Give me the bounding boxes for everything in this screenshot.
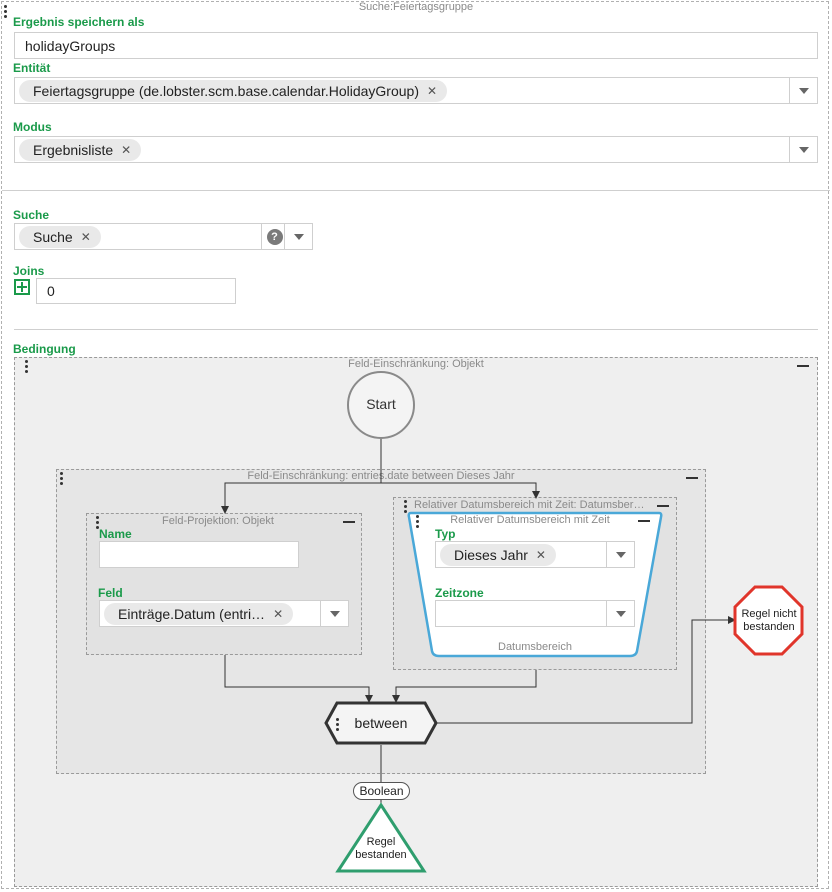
start-node[interactable]: Start — [366, 396, 396, 412]
mode-chip-text: Ergebnisliste — [33, 141, 114, 158]
search-label: Suche — [13, 208, 50, 222]
timezone-select[interactable] — [435, 600, 635, 627]
inner-node-menu-icon[interactable] — [60, 472, 64, 485]
start-to-projection-link — [221, 438, 382, 514]
projection-name-input[interactable] — [99, 541, 299, 568]
section-divider — [2, 190, 830, 191]
add-join-button[interactable] — [14, 279, 30, 295]
mode-select[interactable]: Ergebnisliste ✕ — [14, 136, 818, 163]
panel-title: Suche:Feiertagsgruppe — [358, 1, 474, 13]
entity-chip-text: Feiertagsgruppe (de.lobster.scm.base.cal… — [33, 82, 419, 99]
timezone-dropdown-button[interactable] — [606, 601, 634, 626]
help-button[interactable]: ? — [261, 224, 287, 249]
pass-node-shape — [335, 802, 427, 873]
chevron-down-icon — [329, 610, 340, 617]
collapse-projection-node-icon[interactable] — [343, 521, 355, 523]
outer-node-title: Feld-Einschränkung: Objekt — [348, 358, 484, 370]
result-name-input[interactable]: holidayGroups — [14, 32, 818, 59]
type-select[interactable]: Dieses Jahr ✕ — [435, 541, 635, 568]
remove-entity-icon[interactable]: ✕ — [426, 83, 438, 98]
daterange-inner-menu-icon[interactable] — [416, 515, 420, 528]
type-dropdown-button[interactable] — [606, 542, 634, 567]
joins-label: Joins — [13, 264, 45, 278]
remove-search-icon[interactable]: ✕ — [80, 229, 91, 244]
type-chip-text: Dieses Jahr — [454, 546, 528, 563]
remove-mode-icon[interactable]: ✕ — [121, 142, 132, 157]
projection-node-title: Feld-Projektion: Objekt — [162, 515, 274, 527]
between-node-menu-icon[interactable] — [336, 718, 340, 731]
search-select[interactable]: Suche ✕ ? — [14, 223, 313, 250]
start-node-circle — [347, 371, 415, 439]
collapse-daterange-outer-icon[interactable] — [657, 505, 669, 507]
outer-node-menu-icon[interactable] — [25, 360, 29, 373]
search-chip: Suche ✕ — [19, 225, 101, 248]
joins-count-input[interactable]: 0 — [36, 278, 236, 304]
collapse-daterange-inner-icon[interactable] — [638, 520, 650, 522]
collapse-outer-node-icon[interactable] — [797, 365, 809, 367]
chevron-down-icon — [798, 87, 809, 94]
entity-dropdown-button[interactable] — [789, 78, 817, 103]
section-divider — [14, 329, 818, 330]
condition-label: Bedingung — [13, 342, 76, 356]
projection-to-between-link — [224, 655, 373, 703]
between-node-shape — [324, 701, 438, 745]
timezone-label: Zeitzone — [435, 586, 484, 600]
chevron-down-icon — [798, 146, 809, 153]
search-chip-text: Suche — [33, 228, 73, 245]
fail-node[interactable]: Regel nicht bestanden — [741, 608, 797, 633]
daterange-footer-label: Datumsbereich — [498, 641, 572, 653]
daterange-outer-menu-icon[interactable] — [404, 500, 408, 513]
daterange-outer-title: Relativer Datumsbereich mit Zeit: Datums… — [414, 499, 645, 511]
entity-chip: Feiertagsgruppe (de.lobster.scm.base.cal… — [19, 79, 448, 102]
collapse-inner-node-icon[interactable] — [686, 477, 698, 479]
start-to-daterange-link — [381, 482, 540, 499]
pass-node[interactable]: Regel bestanden — [355, 836, 407, 861]
result-label: Ergebnis speichern als — [13, 15, 145, 29]
plus-icon — [17, 282, 27, 292]
daterange-inner-title: Relativer Datumsbereich mit Zeit — [450, 514, 610, 526]
projection-field-chip: Einträge.Datum (entri… ✕ — [104, 602, 294, 625]
remove-field-icon[interactable]: ✕ — [273, 606, 284, 621]
panel-menu-icon[interactable] — [4, 5, 8, 18]
mode-chip: Ergebnisliste ✕ — [19, 138, 142, 161]
boolean-output-badge: Boolean — [353, 782, 410, 800]
chevron-down-icon — [615, 551, 626, 558]
chevron-down-icon — [293, 233, 304, 240]
mode-label: Modus — [13, 120, 52, 134]
fail-node-shape — [733, 585, 804, 656]
type-chip: Dieses Jahr ✕ — [440, 543, 556, 566]
between-to-fail-link — [436, 616, 736, 724]
projection-name-label: Name — [99, 527, 132, 541]
projection-field-select[interactable]: Einträge.Datum (entri… ✕ — [99, 600, 349, 627]
daterange-to-between-link — [392, 670, 537, 703]
field-dropdown-button[interactable] — [320, 601, 348, 626]
chevron-down-icon — [615, 610, 626, 617]
between-node[interactable]: between — [354, 715, 408, 731]
search-dropdown-button[interactable] — [284, 224, 312, 249]
help-icon: ? — [266, 228, 283, 245]
remove-type-icon[interactable]: ✕ — [535, 547, 546, 562]
field-projection-node[interactable] — [86, 513, 362, 655]
projection-field-label: Feld — [98, 586, 123, 600]
type-label: Typ — [435, 527, 456, 541]
projection-node-menu-icon[interactable] — [96, 516, 100, 529]
mode-dropdown-button[interactable] — [789, 137, 817, 162]
projection-field-chip-text: Einträge.Datum (entri… — [118, 605, 266, 622]
entity-select[interactable]: Feiertagsgruppe (de.lobster.scm.base.cal… — [14, 77, 818, 104]
entity-label: Entität — [13, 61, 51, 75]
